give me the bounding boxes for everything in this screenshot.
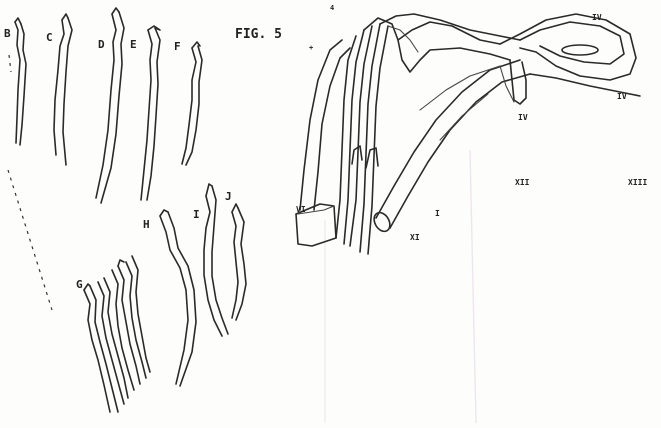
- small-mark: +: [309, 44, 313, 52]
- specimen-label-g: G: [76, 278, 83, 291]
- diagram-label-xiii: XIII: [628, 178, 647, 187]
- specimen-group-g: [84, 256, 150, 412]
- diagram-label-iv: IV: [518, 113, 528, 122]
- diagram-label-iv: IV: [592, 13, 602, 22]
- diagram-label-xi: XI: [410, 233, 420, 242]
- diagram-label-iv: IV: [617, 92, 627, 101]
- specimen-i: [204, 184, 228, 336]
- specimen-label-d: D: [98, 38, 105, 51]
- small-mark: 4: [330, 4, 334, 12]
- specimen-label-c: C: [46, 31, 53, 44]
- specimen-label-b: B: [4, 27, 11, 40]
- specimen-c: [54, 14, 72, 165]
- specimen-label-i: I: [193, 208, 200, 221]
- specimen-j: [232, 204, 246, 320]
- specimen-b: [15, 18, 26, 145]
- specimen-label-f: F: [174, 40, 181, 53]
- specimen-label-j: J: [225, 190, 232, 203]
- tubular-structure-diagram: [296, 14, 640, 254]
- dashed-guide-line: [8, 170, 52, 310]
- diagram-label-i: I: [435, 209, 440, 218]
- diagram-label-vi: VI: [296, 205, 306, 214]
- specimen-e: [141, 26, 160, 200]
- figure-title: FIG. 5: [235, 27, 282, 42]
- specimen-label-e: E: [130, 38, 137, 51]
- diagram-label-xii: XII: [515, 178, 530, 187]
- dashed-mark: [9, 55, 11, 72]
- specimen-h: [160, 210, 196, 386]
- specimen-f: [182, 42, 202, 165]
- specimen-label-h: H: [143, 218, 150, 231]
- paper-crease: [470, 150, 476, 423]
